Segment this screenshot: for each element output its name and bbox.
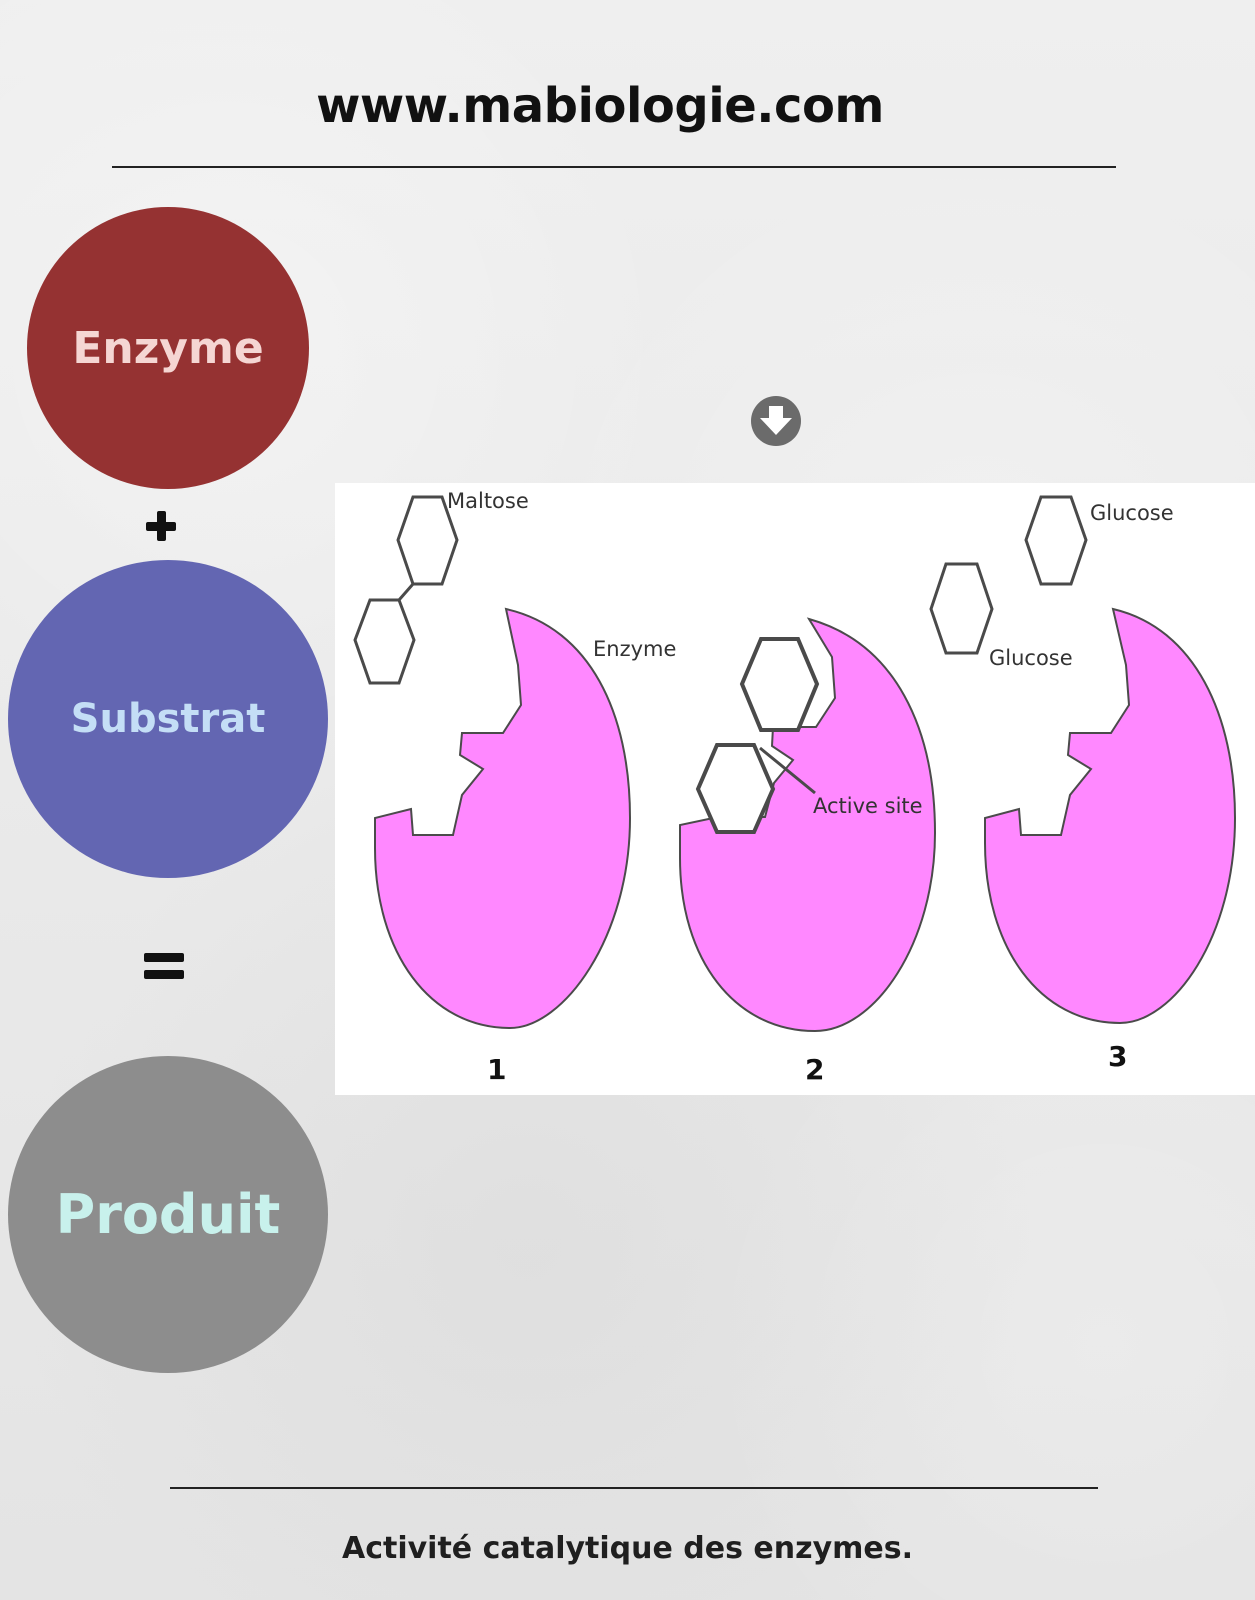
glucose-molecules bbox=[931, 497, 1086, 653]
enzyme-shape-1 bbox=[375, 609, 630, 1028]
enzyme-circle-label: Enzyme bbox=[72, 323, 263, 374]
arrow-down-svg bbox=[751, 396, 801, 446]
enzyme-circle: Enzyme bbox=[27, 207, 309, 489]
enzyme-shape-3 bbox=[985, 609, 1235, 1023]
maltose-bond bbox=[399, 584, 413, 600]
active-site-label: Active site bbox=[813, 794, 923, 818]
enzyme-diagram-svg: Maltose Enzyme Glucose Glucose Active si… bbox=[335, 483, 1255, 1095]
substrate-circle-label: Substrat bbox=[71, 696, 266, 742]
site-title: www.mabiologie.com bbox=[0, 78, 1200, 134]
substrate-circle: Substrat bbox=[8, 560, 328, 878]
enzyme-diagram: Maltose Enzyme Glucose Glucose Active si… bbox=[335, 483, 1255, 1095]
product-circle-label: Produit bbox=[56, 1183, 281, 1246]
maltose-molecule bbox=[355, 497, 457, 683]
product-circle: Produit bbox=[8, 1056, 328, 1373]
arrow-head bbox=[760, 418, 792, 435]
maltose-lower-ring bbox=[355, 600, 414, 683]
glucose-top-ring bbox=[1026, 497, 1086, 584]
top-divider bbox=[112, 166, 1116, 168]
enzyme-label: Enzyme bbox=[593, 637, 676, 661]
glucose-bottom-label: Glucose bbox=[989, 646, 1073, 670]
glucose-top-label: Glucose bbox=[1090, 501, 1174, 525]
step-number-2: 2 bbox=[805, 1053, 824, 1086]
plus-icon bbox=[142, 507, 180, 545]
maltose-label: Maltose bbox=[447, 489, 529, 513]
glucose-bottom-ring bbox=[931, 564, 992, 653]
step-number-3: 3 bbox=[1108, 1040, 1127, 1073]
bound-substrate-upper-ring bbox=[742, 639, 817, 730]
bound-substrate-lower-ring bbox=[698, 745, 773, 832]
bottom-divider bbox=[170, 1487, 1098, 1489]
equals-icon bbox=[144, 950, 184, 984]
step-number-1: 1 bbox=[487, 1053, 506, 1086]
arrow-stem bbox=[769, 406, 783, 420]
arrow-down-circle-icon bbox=[751, 396, 801, 446]
page-caption: Activité catalytique des enzymes. bbox=[0, 1531, 1255, 1566]
